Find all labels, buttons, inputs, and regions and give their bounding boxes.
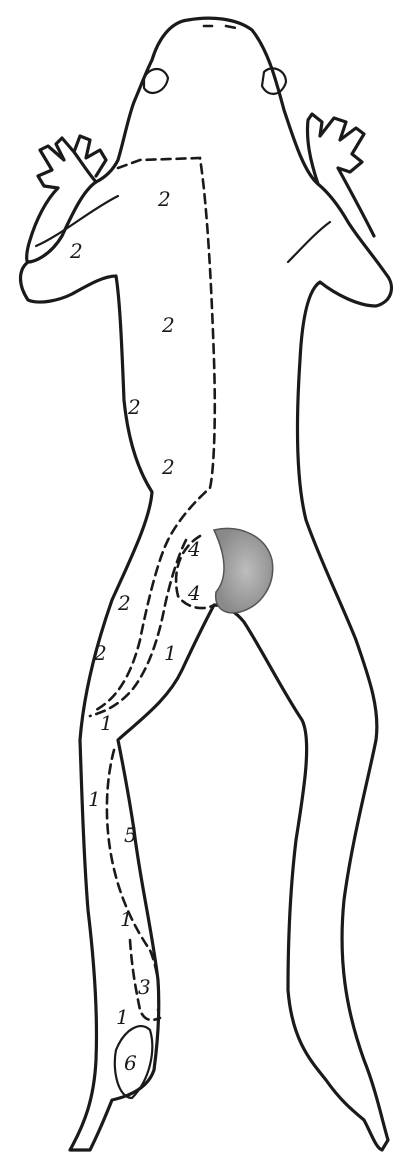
region-label: 1 <box>164 641 177 665</box>
region-label: 1 <box>88 787 101 811</box>
right-arm-contour <box>288 222 330 262</box>
region-label: 2 <box>127 395 141 419</box>
region-label: 4 <box>187 537 201 561</box>
region-label: 1 <box>100 711 113 735</box>
right-hand-outline <box>307 114 374 236</box>
region-label: 1 <box>116 1005 129 1029</box>
stippled-region <box>214 528 273 612</box>
region-label: 3 <box>138 975 151 999</box>
region-label: 6 <box>124 1051 137 1075</box>
region-label: 5 <box>124 823 137 847</box>
region-label: 2 <box>157 187 171 211</box>
region-label: 4 <box>187 581 201 605</box>
back-zone-boundary <box>96 158 215 710</box>
region-label: 2 <box>117 591 131 615</box>
region-label: 2 <box>69 239 83 263</box>
region-label: 2 <box>93 641 107 665</box>
region-label: 1 <box>120 907 133 931</box>
body-outline <box>21 18 392 1150</box>
left-eye <box>144 69 168 93</box>
region-label: 2 <box>161 313 175 337</box>
left-hand-outline <box>27 136 106 262</box>
snout-marks <box>204 26 236 28</box>
region-label: 2 <box>161 455 175 479</box>
